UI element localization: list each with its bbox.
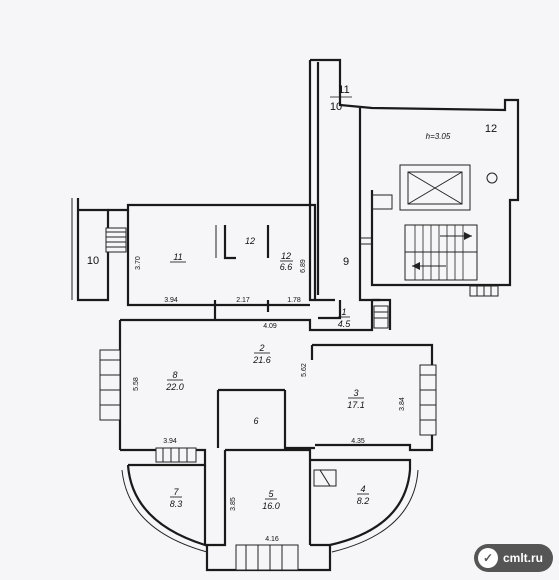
outer-labels: 10 9 10 11 12 h=3.05: [87, 84, 497, 268]
room-6-number: 6: [253, 416, 258, 426]
dim-5-58: 5.58: [133, 377, 140, 391]
room-11-number: 12: [245, 236, 255, 246]
room-1-number: 1: [341, 307, 346, 317]
label-12-top: 12: [485, 123, 497, 135]
room-7-number: 7: [173, 487, 179, 497]
room-5: 5 16.0: [262, 489, 280, 511]
stair-elevator: [360, 164, 498, 281]
ceiling-height: h=3.05: [426, 132, 451, 141]
label-11-top: 11: [338, 84, 349, 96]
room-4-number: 4: [360, 484, 365, 494]
room-labels: 11 12 12 12 6.6 1 4.5 2 21.6 8 22.0: [165, 236, 369, 511]
dim-3-70: 3.70: [135, 256, 142, 270]
outer-walls: [71, 58, 520, 572]
room-5-area: 16.0: [262, 501, 280, 511]
label-9-stair: 9: [343, 256, 349, 268]
label-10-left: 10: [87, 255, 99, 267]
room-12: 12 12 6.6: [280, 251, 293, 272]
room-2-area: 21.6: [252, 355, 271, 365]
room-8-number: 8: [172, 370, 177, 380]
room-6: 6: [253, 416, 258, 426]
dim-6-89: 6.89: [300, 259, 307, 273]
dim-3-84: 3.84: [399, 397, 406, 411]
room-8-area: 22.0: [165, 382, 184, 392]
check-icon: ✓: [477, 548, 498, 568]
label-10-top: 10: [330, 101, 342, 113]
room-7: 7 8.3: [170, 487, 183, 509]
dim-3-94-bottom: 3.94: [163, 438, 177, 445]
inner-walls: [213, 225, 342, 450]
room-7-area: 8.3: [170, 499, 183, 509]
watermark-text: cmlt.ru: [502, 551, 543, 565]
room-5-number: 5: [268, 489, 274, 499]
dim-3-85: 3.85: [230, 497, 237, 511]
dim-4-35: 4.35: [351, 438, 365, 445]
room-11: 12: [245, 236, 255, 246]
windows: [99, 227, 499, 571]
dim-4-09: 4.09: [263, 323, 277, 330]
room-1: 1 4.5: [338, 307, 352, 329]
dim-3-94-top: 3.94: [164, 297, 178, 304]
room-3-area: 17.1: [347, 400, 365, 410]
dim-4-16: 4.16: [265, 536, 279, 543]
room-9-number: 11: [173, 252, 182, 262]
watermark-logo: ✓ cmlt.ru: [473, 544, 553, 572]
room-4: 4 8.2: [357, 484, 370, 506]
dim-5-62: 5.62: [301, 363, 308, 377]
room-2: 2 21.6: [252, 343, 271, 365]
dimension-labels: 3.70 6.89 3.94 2.17 1.78 4.09 5.58 5.62 …: [133, 256, 406, 543]
dim-1-78: 1.78: [287, 297, 301, 304]
room-3-number: 3: [353, 388, 358, 398]
room-4-area: 8.2: [357, 496, 370, 506]
room-9: 11: [170, 252, 186, 263]
room-12-number: 12: [281, 251, 291, 261]
dim-2-17: 2.17: [236, 297, 250, 304]
room-1-area: 4.5: [338, 319, 352, 329]
room-8: 8 22.0: [165, 370, 184, 392]
room-2-number: 2: [258, 343, 264, 353]
room-12-area: 6.6: [280, 262, 293, 272]
room-3: 3 17.1: [347, 388, 365, 410]
